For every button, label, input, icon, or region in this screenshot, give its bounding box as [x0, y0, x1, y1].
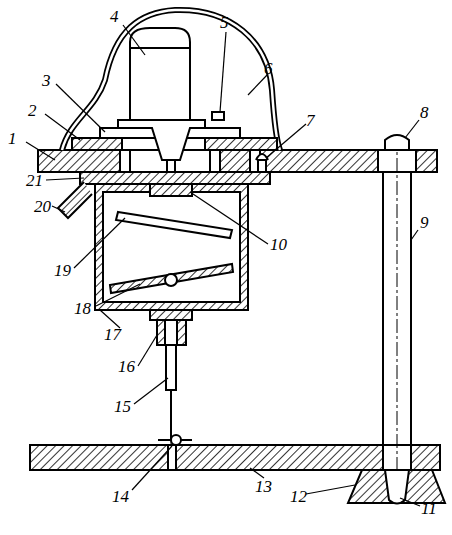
callout-number: 4 — [110, 8, 119, 25]
callout-number: 11 — [421, 500, 437, 517]
motor — [130, 28, 190, 120]
callout-number: 16 — [118, 358, 135, 375]
fitting — [157, 320, 186, 345]
callout-number: 15 — [114, 398, 131, 415]
stirrer — [110, 264, 233, 293]
container — [95, 184, 248, 310]
impeller — [116, 212, 232, 238]
callout-number: 14 — [112, 488, 129, 505]
leader-lines — [26, 25, 420, 506]
callout-number: 3 — [42, 72, 51, 89]
callout-number: 19 — [54, 262, 71, 279]
lid — [80, 172, 270, 184]
callout-number: 18 — [74, 300, 91, 317]
callout-number: 7 — [306, 112, 315, 129]
callout-number: 9 — [420, 214, 429, 231]
callout-number: 8 — [420, 104, 429, 121]
spout — [58, 182, 92, 218]
callout-number: 10 — [270, 236, 287, 253]
callout-number: 5 — [220, 14, 229, 31]
base-plate — [30, 445, 440, 470]
callout-number: 12 — [290, 488, 307, 505]
callout-number: 6 — [264, 60, 273, 77]
callout-number: 17 — [104, 326, 121, 343]
top-plate — [38, 150, 437, 172]
callout-number: 13 — [255, 478, 272, 495]
callout-number: 2 — [28, 102, 37, 119]
callout-number: 21 — [26, 172, 43, 189]
foot — [348, 470, 445, 503]
callout-number: 1 — [8, 130, 17, 147]
callout-number: 20 — [34, 198, 51, 215]
